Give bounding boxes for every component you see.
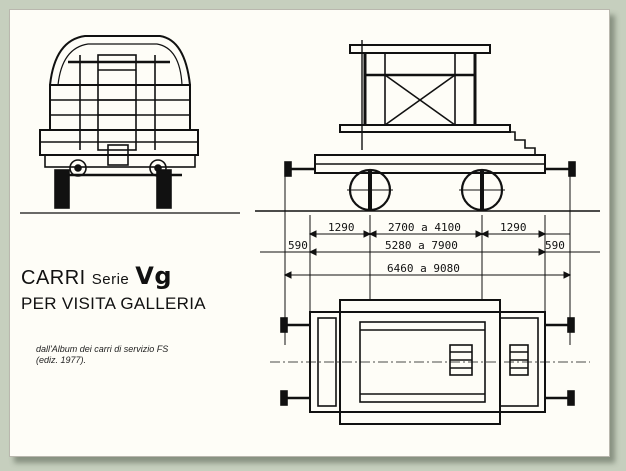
- source-note: dall'Album dei carri di servizio FS (edi…: [36, 344, 169, 365]
- dim-frame-length: 5280 a 7900: [385, 239, 458, 252]
- title-line: CARRI Serie Vg: [21, 262, 206, 290]
- dim-wheelbase: 2700 a 4100: [388, 221, 461, 234]
- title-code: Vg: [135, 262, 173, 290]
- front-view: [20, 35, 240, 214]
- title-subtitle: PER VISITA GALLERIA: [21, 294, 206, 313]
- dimension-lines: [260, 175, 600, 345]
- title-carri: CARRI: [21, 267, 86, 289]
- plan-view: [270, 299, 590, 425]
- dim-overhang-right: 1290: [500, 221, 527, 234]
- side-view: [255, 40, 600, 212]
- title-serie: Serie: [91, 271, 130, 288]
- drawing-title: CARRI Serie Vg PER VISITA GALLERIA: [21, 262, 206, 314]
- dim-overhang-left: 1290: [328, 221, 355, 234]
- dimension-labels: 1290 2700 a 4100 1290 590 5280 a 7900 59…: [288, 221, 565, 275]
- dim-buffer-left: 590: [288, 239, 308, 252]
- dim-total-length: 6460 a 9080: [387, 262, 460, 275]
- dim-buffer-right: 590: [545, 239, 565, 252]
